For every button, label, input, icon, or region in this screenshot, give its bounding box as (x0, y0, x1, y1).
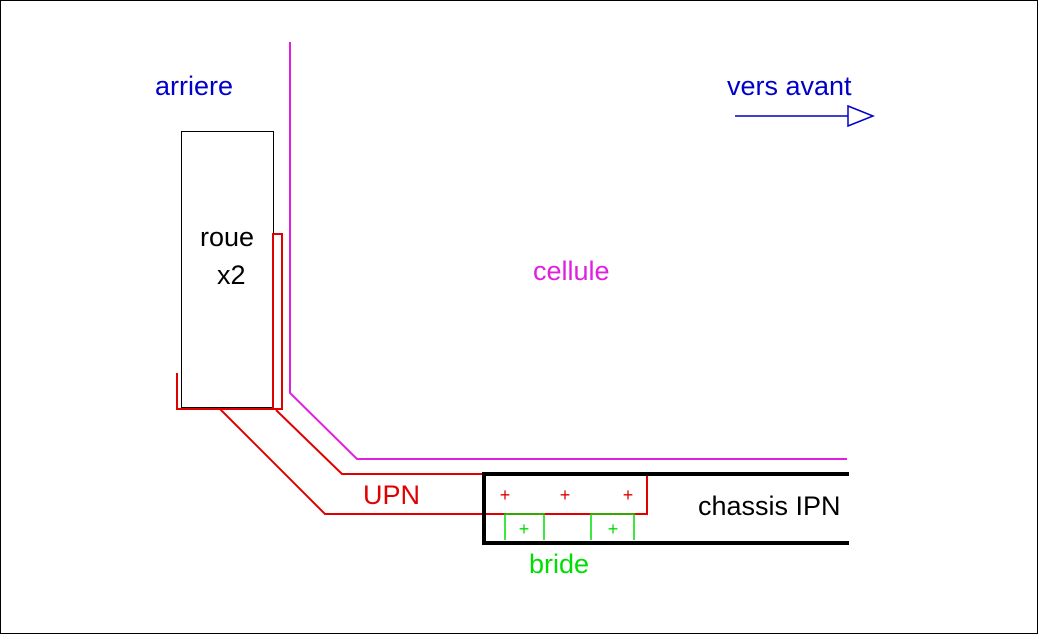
label-chassis-ipn: chassis IPN (698, 491, 841, 521)
label-cellule: cellule (533, 256, 610, 286)
bolt-green-2: + (608, 519, 619, 539)
cell-outline (289, 42, 847, 460)
label-arriere: arriere (155, 71, 233, 101)
label-roue: roue (200, 222, 254, 252)
label-x2: x2 (217, 260, 246, 290)
flange-plates (504, 513, 635, 540)
chassis-ipn (482, 472, 849, 545)
bolt-red-3: + (623, 485, 634, 505)
bolt-red-2: + (560, 485, 571, 505)
label-bride: bride (529, 549, 589, 579)
label-vers-avant: vers avant (727, 71, 852, 101)
forward-arrow-icon (735, 104, 876, 128)
label-upn: UPN (363, 480, 420, 510)
bolt-red-1: + (500, 485, 511, 505)
bolt-green-1: + (519, 519, 530, 539)
